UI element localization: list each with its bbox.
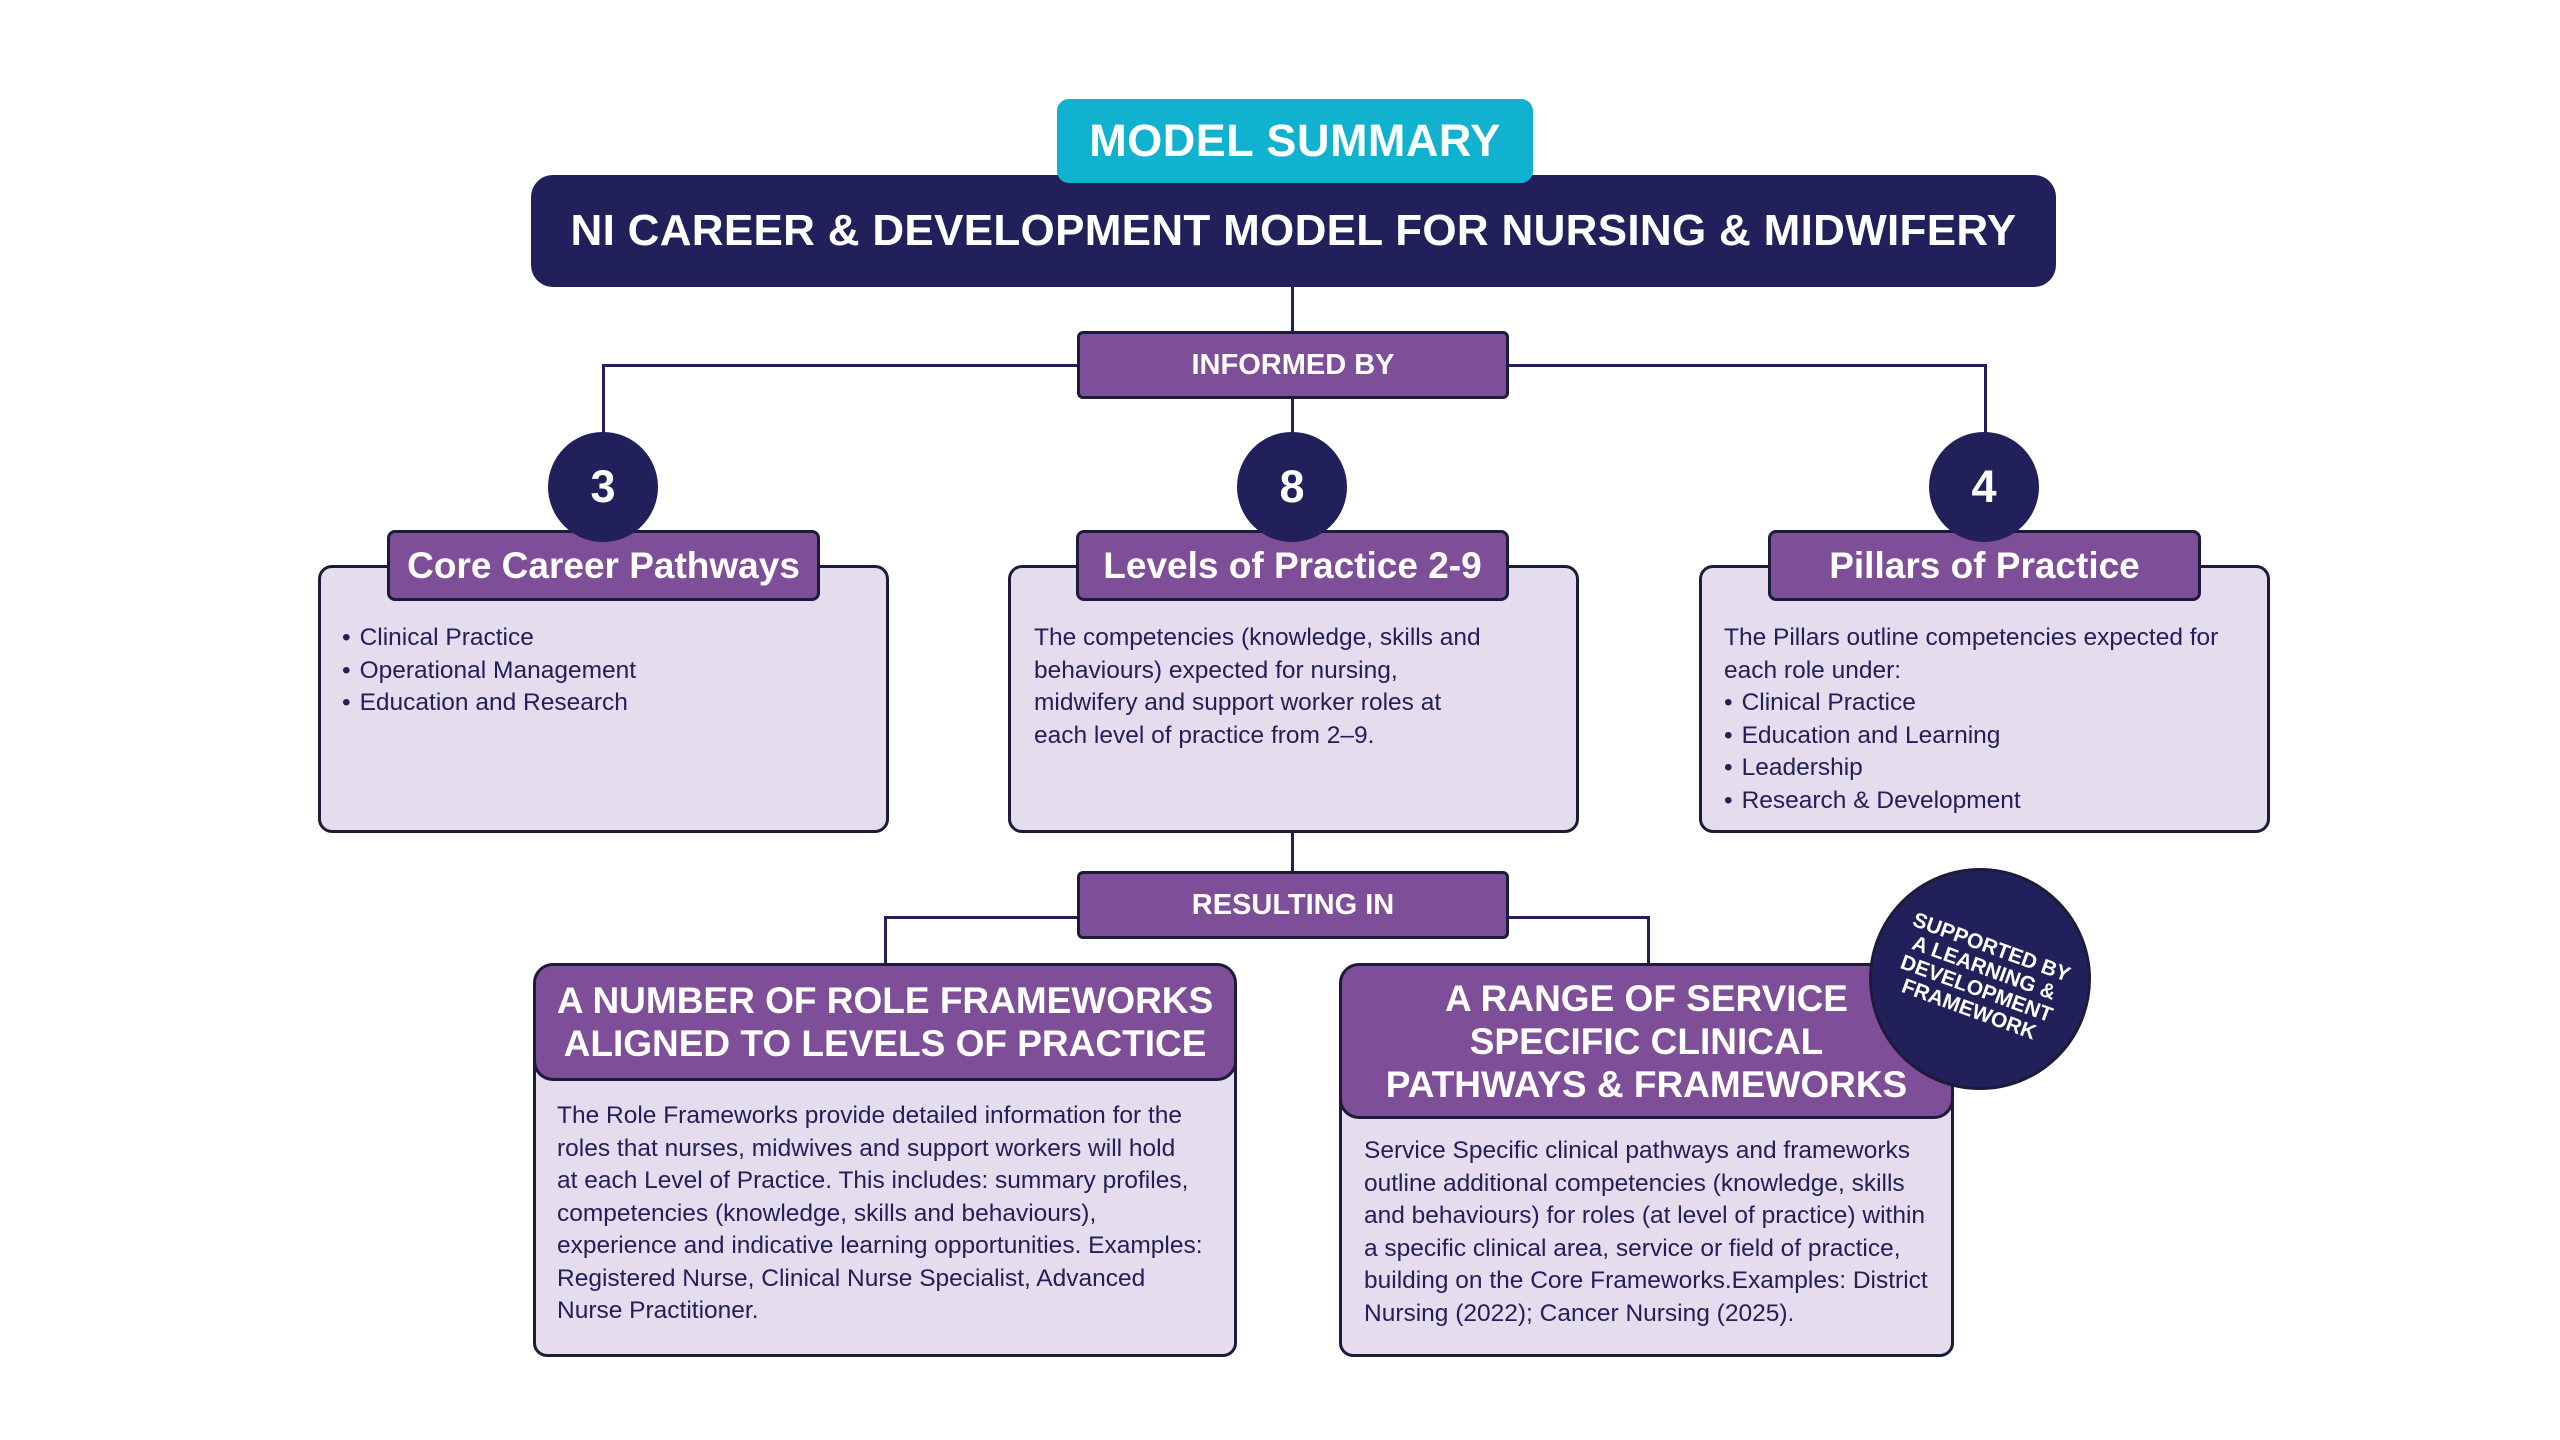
role-frameworks-description: The Role Frameworks provide detailed inf… xyxy=(557,1102,1203,1324)
model-summary-tag: MODEL SUMMARY xyxy=(1057,99,1533,183)
list-item: Clinical Practice xyxy=(1724,687,2269,720)
connector-bottom-right-down xyxy=(1647,916,1650,964)
service-pathways-heading: A RANGE OF SERVICE SPECIFIC CLINICAL PAT… xyxy=(1339,963,1954,1119)
list-item: Operational Management xyxy=(342,655,872,688)
supported-by-badge: SUPPORTED BY A LEARNING & DEVELOPMENT FR… xyxy=(1869,868,2091,1090)
service-pathways-description: Service Specific clinical pathways and f… xyxy=(1364,1137,1928,1327)
list-item: Research & Development xyxy=(1724,785,2269,818)
main-title: NI CAREER & DEVELOPMENT MODEL FOR NURSIN… xyxy=(531,175,2056,287)
levels-description: The competencies (knowledge, skills and … xyxy=(1034,624,1481,749)
role-frameworks-heading: A NUMBER OF ROLE FRAMEWORKS ALIGNED TO L… xyxy=(533,963,1237,1081)
informed-by-label: INFORMED BY xyxy=(1077,331,1509,399)
card-title-levels: Levels of Practice 2-9 xyxy=(1076,530,1509,601)
connector-right-down xyxy=(1984,364,1987,434)
number-circle-pathways: 3 xyxy=(548,432,658,542)
card-service-specific-pathways xyxy=(1339,1076,1954,1357)
connector-bottom-left-down xyxy=(884,916,887,964)
connector-center-to-resulting xyxy=(1291,830,1294,872)
pillars-list: Clinical Practice Education and Learning… xyxy=(1724,687,2269,817)
connector-title-down xyxy=(1291,285,1294,332)
number-circle-pillars: 4 xyxy=(1929,432,2039,542)
connector-left-down xyxy=(602,364,605,434)
list-item: Education and Learning xyxy=(1724,720,2269,753)
pillars-description: The Pillars outline competencies expecte… xyxy=(1724,622,2269,817)
connector-center-down xyxy=(1291,398,1294,434)
number-circle-levels: 8 xyxy=(1237,432,1347,542)
list-item: Education and Research xyxy=(342,687,872,720)
list-item: Clinical Practice xyxy=(342,622,872,655)
resulting-in-label: RESULTING IN xyxy=(1077,871,1509,939)
card-levels-of-practice xyxy=(1008,565,1579,833)
list-item: Leadership xyxy=(1724,752,2269,785)
pathways-list: Clinical Practice Operational Management… xyxy=(342,622,872,720)
